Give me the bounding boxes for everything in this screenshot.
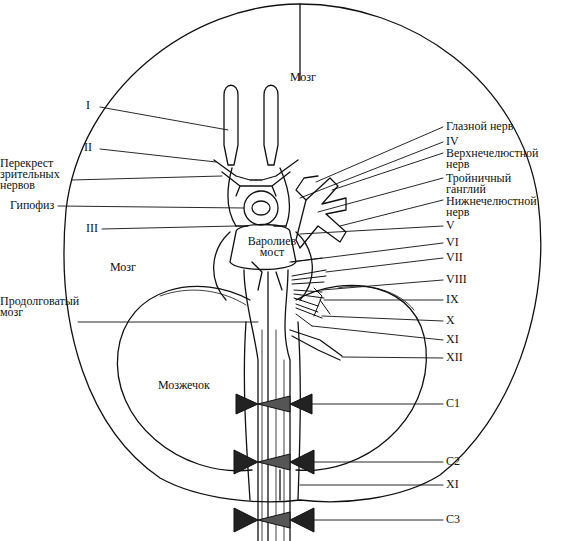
cranial-nerves <box>314 288 330 316</box>
olfactory-bulb <box>264 85 278 165</box>
spinal-nerve-number: C2 <box>446 456 476 467</box>
nerve-label: Глазной нерв <box>446 121 586 132</box>
trigeminal-ganglion <box>296 178 346 248</box>
region-label: Мозжечок <box>158 380 228 391</box>
pituitary <box>244 191 278 225</box>
optic-nerve <box>214 160 298 180</box>
hypoglossal-nerve <box>290 330 342 360</box>
cord-lines <box>262 330 284 541</box>
pituitary <box>252 201 270 215</box>
cerebellum <box>117 286 252 470</box>
nerve-label: Нижнечелюстной нерв <box>446 196 546 218</box>
nerve-number: I <box>86 100 106 111</box>
brain-outline <box>64 4 541 502</box>
nerve-number: III <box>86 223 106 234</box>
cranial-nerves <box>290 258 326 326</box>
bottom-fissure <box>279 470 280 500</box>
cerebellum-folia <box>160 286 414 310</box>
region-label: Продолговатый мозг <box>0 296 100 318</box>
region-label: Мозг <box>290 72 330 83</box>
pyramid <box>252 262 282 290</box>
structure-label: Тройничный ганглий <box>446 173 528 195</box>
region-label: Мозг <box>110 262 150 273</box>
spinal-nerve-number: C1 <box>446 398 476 409</box>
leader-line <box>58 107 258 322</box>
nerve-number: V <box>446 220 476 231</box>
trigeminal-branch <box>296 176 318 200</box>
longitudinal-fissure <box>299 4 300 80</box>
region-label: Варолиев мост <box>244 236 300 258</box>
structure-label: Перекрест зрительных нервов <box>0 158 70 191</box>
nerve-number: X <box>446 315 476 326</box>
nerve-number: XII <box>446 352 476 363</box>
nerve-number: IV <box>446 136 486 147</box>
olfactory-bulb <box>224 85 238 165</box>
structure-label: Гипофиз <box>10 200 70 211</box>
nerve-number: XI <box>446 334 476 345</box>
nerve-number: XI <box>446 479 476 490</box>
nerve-number: IX <box>446 294 476 305</box>
cerebellum <box>296 285 426 470</box>
leader-line <box>292 127 443 520</box>
spinal-ganglion <box>258 396 290 528</box>
brain-base <box>228 168 289 226</box>
accessory-nerve <box>244 322 300 500</box>
nerve-number: II <box>84 142 104 153</box>
nerve-number: VI <box>446 237 476 248</box>
nerve-number: VIII <box>446 274 476 285</box>
spinal-nerve-number: C3 <box>446 514 476 525</box>
nerve-label: Верхнечелюстной нерв <box>446 148 546 170</box>
nerve-number: VII <box>446 252 476 263</box>
